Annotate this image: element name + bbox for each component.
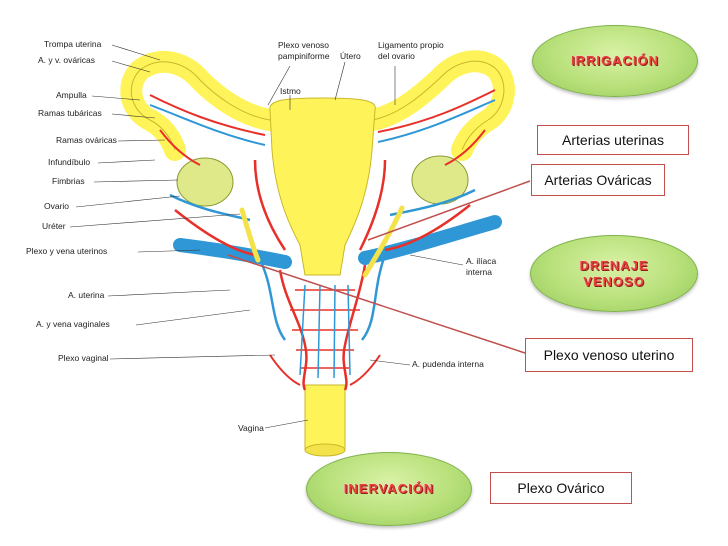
left-leader-lines <box>69 44 309 429</box>
section-inervacion-label: INERVACIÓN <box>343 481 435 496</box>
label-istmo: Istmo <box>280 86 301 96</box>
label-plexo-vena-uterinos: Plexo y vena uterinos <box>26 246 108 256</box>
label-a-uterina: A. uterina <box>68 290 105 300</box>
section-irrigacion-label: IRRIGACIÓN <box>571 53 659 68</box>
label-a-iliaca-1: A. ilíaca <box>466 256 497 266</box>
connector-arterias-ovaricas <box>367 180 531 241</box>
section-drenaje-label-2: VENOSO <box>583 273 645 289</box>
tubal-vessels <box>149 89 496 166</box>
label-ligamento-1: Ligamento propio <box>378 40 444 50</box>
label-vagina: Vagina <box>238 423 264 433</box>
label-utero: Útero <box>340 51 361 61</box>
label-plexo-venoso-2: pampiniforme <box>278 51 330 61</box>
box-arterias-uterinas: Arterias uterinas <box>537 125 689 155</box>
label-a-pudenda: A. pudenda interna <box>412 359 484 369</box>
section-drenaje-label-1: DRENAJE <box>579 257 649 273</box>
connector-plexo-venoso <box>227 254 526 354</box>
label-ligamento-2: del ovario <box>378 51 415 61</box>
section-inervacion: INERVACIÓN <box>306 452 472 526</box>
label-a-v-ovaricas: A. y v. ováricas <box>38 55 95 65</box>
right-fallopian-tube-outline <box>371 60 505 151</box>
label-ramas-tubaricas: Ramas tubáricas <box>38 108 102 118</box>
box-plexo-ovarico: Plexo Ovárico <box>490 472 632 504</box>
vagina-tube <box>304 384 346 451</box>
label-ramas-ovaricas: Ramas ováricas <box>56 135 117 145</box>
label-plexo-vaginal: Plexo vaginal <box>58 353 109 363</box>
left-ureter <box>239 207 261 263</box>
left-fallopian-tube-outline <box>130 61 271 151</box>
vascular-network <box>169 159 476 391</box>
box-arterias-ovaricas: Arterias Ováricas <box>531 164 665 196</box>
top-leader-lines <box>267 61 464 366</box>
label-ovario: Ovario <box>44 201 70 211</box>
uterus-body <box>269 97 376 276</box>
box-plexo-venoso-uterino: Plexo venoso uterino <box>525 338 693 372</box>
label-fimbrias: Fimbrias <box>52 176 85 186</box>
right-ureter <box>362 205 405 278</box>
label-trompa-uterina: Trompa uterina <box>44 39 102 49</box>
label-ampulla: Ampulla <box>56 90 87 100</box>
section-irrigacion: IRRIGACIÓN <box>532 25 698 97</box>
label-a-iliaca-2: interna <box>466 267 492 277</box>
left-iliac-vein <box>173 238 292 269</box>
vagina-opening <box>304 443 346 457</box>
left-ovary <box>176 157 234 207</box>
label-a-vena-vaginales: A. y vena vaginales <box>36 319 110 329</box>
lower-left-vessels <box>269 354 301 386</box>
section-drenaje-venoso: DRENAJE VENOSO <box>530 235 698 312</box>
label-ureter: Uréter <box>42 221 66 231</box>
lower-right-vessels <box>349 354 381 386</box>
label-infundibulo: Infundíbulo <box>48 157 91 167</box>
label-plexo-venoso-1: Plexo venoso <box>278 40 330 50</box>
